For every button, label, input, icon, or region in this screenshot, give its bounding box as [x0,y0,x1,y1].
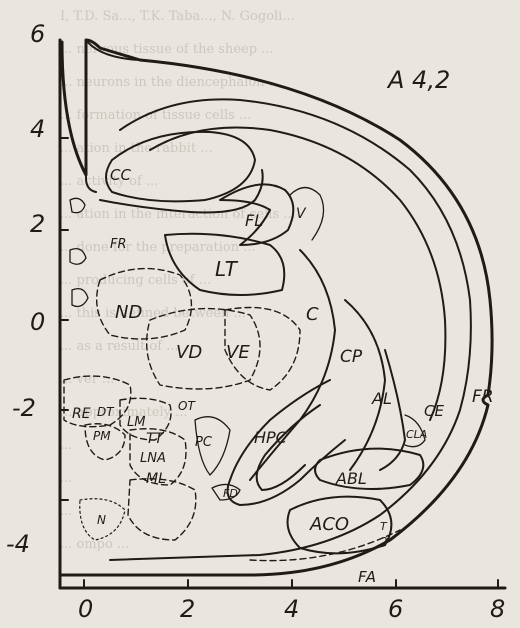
label-n: N [97,513,106,527]
y-tick-label: 4 [30,115,45,143]
label-abl: ABL [335,469,367,488]
structure-labels: A 4,2 CC FR FL V LT ND VD VE C CP FR AL … [72,66,494,586]
label-fa: FA [358,568,376,586]
y-tick-label: -4 [6,530,30,558]
label-ve: VE [226,342,250,363]
label-fl: FL [245,211,263,230]
abl-outline [315,449,423,489]
label-aco: ACO [309,514,349,535]
y-tick-label: 2 [30,210,45,238]
label-al: AL [371,389,392,408]
label-ml: ML [146,471,166,487]
x-tick-label: 6 [388,595,403,623]
label-t: T [380,520,388,533]
label-2: 2 [380,535,388,549]
x-tick-label: 4 [284,595,299,623]
nd-nucleus [97,269,192,339]
label-tt: TT [146,431,165,447]
x-tick-label: 8 [490,595,505,623]
x-tick-label: 0 [78,595,93,623]
label-fr: FR [472,387,494,407]
label-lt: LT [215,257,239,281]
y-tick-label: -2 [12,394,36,422]
y-tick-label: 0 [30,308,45,336]
label-cla: CLA [406,428,427,441]
axes: 6 4 2 0 -2 -4 0 2 4 6 8 [6,20,505,623]
label-c: C [306,304,319,325]
hippocampus-inner [257,405,320,490]
x-tick-label: 2 [180,595,195,623]
label-ot: OT [178,399,196,413]
cortex-middle-outline [150,128,445,421]
label-hpc: HPC [254,428,288,447]
band-cp [345,300,385,470]
plate-label: A 4,2 [386,66,450,94]
cortex-inner-outline [110,99,471,560]
label-re: RE [72,406,91,422]
label-lna: LNA [140,451,166,466]
ml-nucleus [128,479,196,540]
label-nd: ND [115,302,142,323]
label-vd: VD [176,342,202,363]
label-ce: CE [424,402,444,420]
label-dt: DT [97,405,115,419]
label-fr-small: FR [110,237,127,252]
label-cp: CP [340,347,363,367]
label-pm: PM [93,429,111,443]
label-fd: FD [223,487,238,500]
midline-small-structures [70,198,88,306]
label-cc: CC [110,166,131,184]
label-lm: LM [127,415,145,430]
y-tick-label: 6 [30,20,45,48]
label-v: V [296,206,307,222]
label-pc: PC [195,435,213,450]
